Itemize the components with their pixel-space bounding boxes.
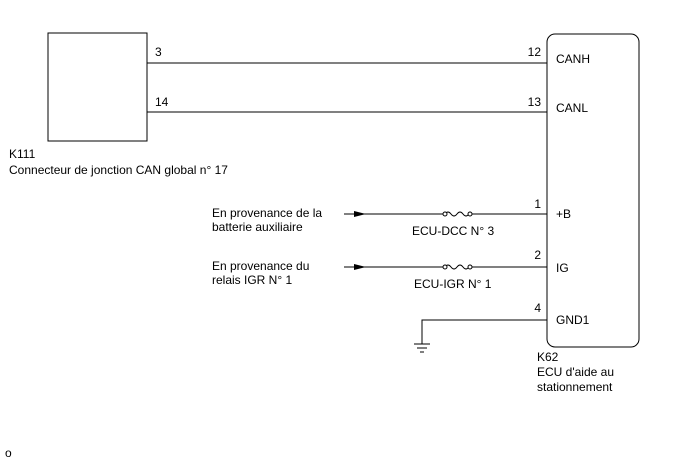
k111-name: Connecteur de jonction CAN global n° 17 [9, 163, 228, 177]
ecu-pin-b: 1 [534, 197, 541, 211]
ecu-pin-canl: 13 [528, 95, 542, 109]
ecu-pin-ig: 2 [534, 248, 541, 262]
battery-source-line1: En provenance de la [212, 206, 322, 220]
relay-arrow-icon [354, 264, 366, 270]
battery-feed-wire [344, 211, 547, 217]
k111-pin-canh: 3 [155, 45, 162, 59]
fuse-ecu-dcc-icon [444, 211, 470, 217]
fuse-ecu-igr-icon [444, 264, 470, 270]
ecu-name-line1: ECU d'aide au [537, 365, 614, 379]
battery-arrow-icon [354, 211, 366, 217]
terminal-canh: CANH [556, 52, 590, 66]
terminal-b: +B [556, 207, 571, 221]
k111-pin-canl: 14 [155, 95, 169, 109]
ecu-pin-gnd: 4 [534, 301, 541, 315]
fuse-ecu-dcc-label: ECU-DCC N° 3 [412, 224, 494, 238]
relay-source-line1: En provenance du [212, 259, 309, 273]
battery-source-line2: batterie auxiliaire [212, 220, 303, 234]
ecu-k62-box [546, 33, 640, 348]
k111-code: K111 [9, 147, 36, 161]
terminal-ig: IG [556, 261, 569, 275]
ecu-pin-canh: 12 [528, 45, 542, 59]
footer-mark: o [5, 446, 12, 460]
terminal-gnd: GND1 [556, 313, 590, 327]
ecu-name-line2: stationnement [537, 380, 613, 394]
ground-icon [414, 343, 430, 353]
fuse-ecu-igr-label: ECU-IGR N° 1 [414, 277, 492, 291]
relay-source-line2: relais IGR N° 1 [212, 273, 292, 287]
ecu-code: K62 [537, 350, 559, 364]
connector-k111-box [47, 32, 148, 142]
ground-wire [421, 319, 547, 344]
terminal-canl: CANL [556, 101, 588, 115]
relay-feed-wire [344, 264, 547, 270]
